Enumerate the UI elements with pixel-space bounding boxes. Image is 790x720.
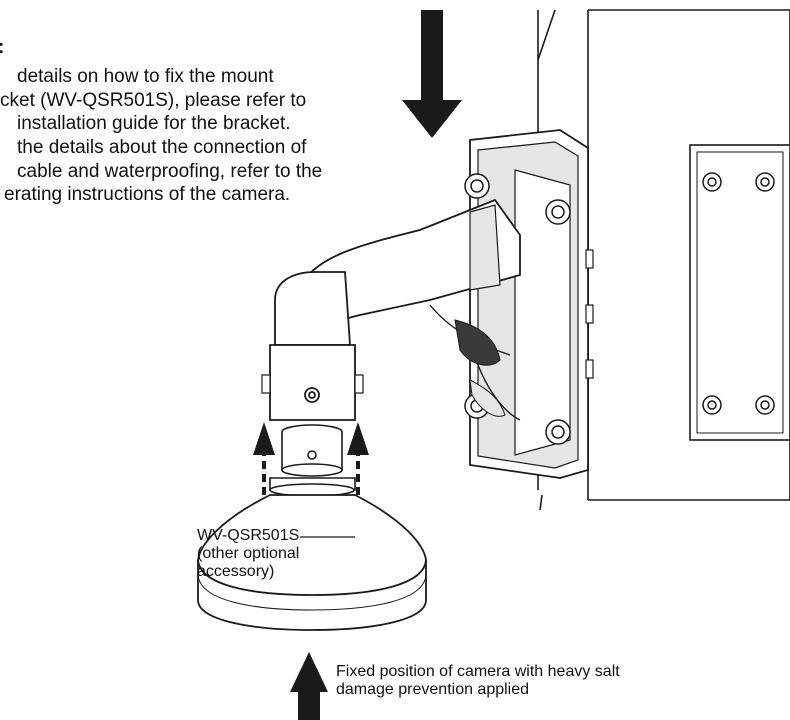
note-line: cket (WV-QSR501S), please refer to xyxy=(0,89,307,111)
bracket-side-tabs xyxy=(585,249,594,379)
accessory-label-line: (other optional xyxy=(197,545,300,562)
mount-arm xyxy=(299,198,521,421)
bolt-icon xyxy=(702,395,722,415)
note-bullet-1: details on how to fix the mount cket (WV… xyxy=(0,65,306,136)
wall-plate xyxy=(689,144,790,441)
accessory-label: WV-QSR501S (other optional accessory) xyxy=(197,527,299,581)
screw-icon xyxy=(304,387,320,403)
camera-position-label-line: damage prevention applied xyxy=(336,681,530,698)
note-bullet-2: the details about the connection of cabl… xyxy=(4,136,323,207)
note-line: erating instructions of the camera. xyxy=(4,184,291,205)
accessory-label-line: accessory) xyxy=(197,563,275,580)
camera-adapter xyxy=(269,424,356,497)
bolt-icon xyxy=(702,172,722,192)
bracket-bolts xyxy=(464,173,571,445)
install-direction-down-arrow xyxy=(402,10,462,138)
bolt-icon xyxy=(545,419,571,445)
bolt-icon xyxy=(464,173,490,199)
bolt-icon xyxy=(755,395,775,415)
note-line: cable and waterproofing, refer to the xyxy=(17,160,323,182)
arm-elbow xyxy=(261,271,364,421)
accessory-label-line: WV-QSR501S xyxy=(197,527,300,544)
camera-position-label-line: Fixed position of camera with heavy salt xyxy=(336,663,620,680)
camera-position-up-arrow xyxy=(290,652,328,720)
wv-qsr501s-accessory xyxy=(197,494,427,631)
note-line: details on how to fix the mount xyxy=(17,66,274,87)
note-line: the details about the connection of xyxy=(17,137,307,158)
bolt-icon xyxy=(755,172,775,192)
screw-icon xyxy=(307,450,317,460)
camera-position-label: Fixed position of camera with heavy salt… xyxy=(336,663,620,699)
wall-plate-bolts xyxy=(702,172,775,415)
attach-direction-up-arrows xyxy=(253,422,369,495)
bolt-icon xyxy=(545,199,571,225)
note-line: installation guide for the bracket. xyxy=(17,113,291,134)
note-heading: : xyxy=(0,36,4,60)
